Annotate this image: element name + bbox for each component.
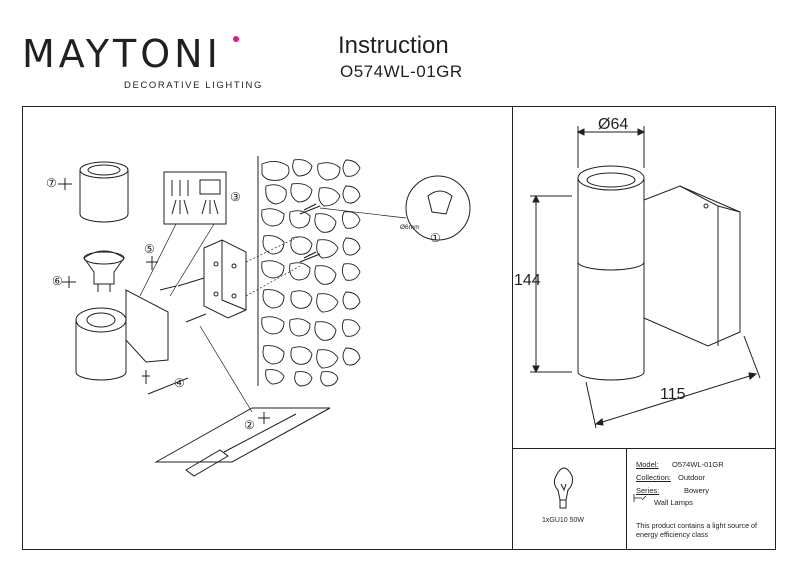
info-divider: [512, 448, 776, 449]
brand-logo: MAYTONI: [22, 32, 222, 76]
depth-label: 115: [660, 386, 686, 403]
screw-6-icon: [62, 276, 76, 288]
screw-2-icon: [258, 412, 270, 424]
panel-divider: [512, 106, 513, 550]
screw-7-icon: [58, 178, 72, 190]
series-value: Bowery: [684, 486, 710, 495]
step-4-label: ④: [174, 376, 185, 390]
dimension-drawing: [530, 126, 761, 429]
bulb-icon: [553, 467, 573, 509]
model-value: O574WL-01GR: [672, 460, 724, 469]
wall-lamp-icon: [633, 494, 647, 502]
work-surface: [154, 407, 331, 463]
screwdriver-icon: [185, 413, 297, 477]
mounting-bracket-icon: [203, 239, 247, 319]
drill-detail-circle: [405, 175, 471, 241]
step-1-label: ①: [430, 231, 441, 245]
instruction-frame: [22, 106, 776, 550]
drill-bit-icon: [427, 190, 453, 215]
step-7-label: ⑦: [46, 176, 57, 190]
terminal-block-icon: [171, 179, 221, 215]
type-value: Wall Lamps: [654, 498, 693, 507]
page-title: Instruction: [338, 32, 449, 59]
gu10-bulb-icon: [83, 250, 125, 292]
wiring-panel: [163, 171, 227, 225]
model-label: Model:: [636, 460, 659, 469]
series-label: Series:: [636, 486, 660, 495]
glass-cylinder-icon: [79, 161, 129, 223]
collection-value: Outdoor: [678, 473, 706, 482]
wall-anchor-icon: [299, 203, 321, 215]
screw-5-icon: [146, 256, 158, 270]
brand-tagline: DECORATIVE LIGHTING: [124, 80, 263, 91]
drill-size-label: Ø6mm: [400, 224, 420, 231]
step-5-label: ⑤: [144, 242, 155, 256]
lamp-type-label: 1xGU10 50W: [542, 517, 585, 524]
screw-4a-icon: [142, 370, 150, 384]
info-column-divider: [626, 448, 627, 550]
wall-anchor-2-icon: [299, 251, 321, 263]
step-6-label: ⑥: [52, 274, 63, 288]
logo-accent-dot: [233, 36, 239, 42]
diameter-label: Ø64: [598, 116, 629, 133]
energy-note: This product contains a light source of …: [636, 521, 758, 539]
model-code: O574WL-01GR: [340, 62, 463, 81]
height-label: 144: [514, 272, 541, 289]
screw-bracket-icon: [159, 277, 205, 291]
step-2-label: ②: [244, 418, 255, 432]
step-3-label: ③: [230, 190, 241, 204]
lamp-body-icon: [75, 289, 169, 381]
collection-label: Collection:: [636, 473, 672, 482]
hex-key-icon: [147, 377, 189, 395]
screw-bracket-2-icon: [185, 313, 207, 323]
wall-stones: [261, 159, 361, 387]
